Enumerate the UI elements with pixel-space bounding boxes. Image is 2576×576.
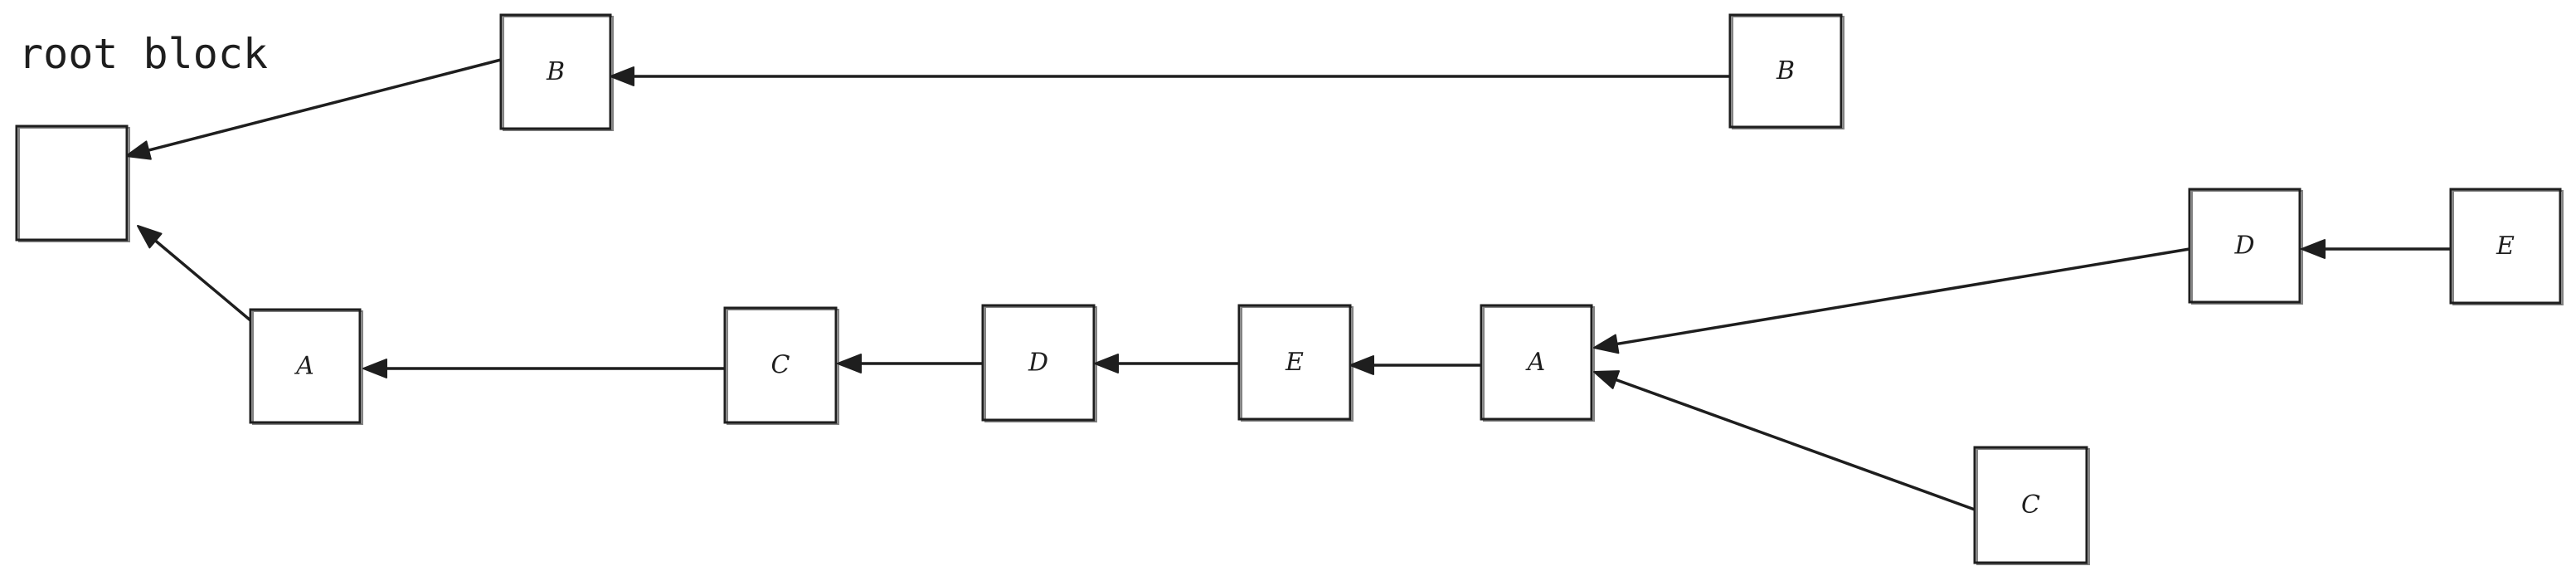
block-label: D	[2233, 232, 2254, 261]
block-outline	[2191, 190, 2303, 305]
block-outline	[1732, 16, 1845, 129]
edge-e2-d2	[2301, 239, 2452, 259]
edge-line	[147, 58, 503, 152]
block-box	[499, 13, 612, 130]
arrowhead-icon	[1349, 355, 1374, 375]
block-box	[981, 304, 1096, 422]
block-box	[2188, 188, 2301, 304]
block-label: B	[1776, 56, 1795, 85]
block-label: D	[1028, 349, 1048, 378]
block-box	[249, 308, 362, 424]
block-node-d1[interactable]: D	[981, 304, 1097, 422]
block-box	[15, 124, 129, 242]
block-label: E	[2496, 232, 2515, 261]
edge-line	[1615, 247, 2191, 346]
edge-c1-a1	[362, 359, 727, 378]
block-box	[1728, 13, 1843, 129]
arrowhead-icon	[610, 66, 634, 86]
nodes-layer: B B A C D E A D E C	[15, 13, 2564, 565]
block-outline	[1241, 306, 1354, 422]
diagram-title: root block	[18, 30, 268, 78]
block-outline	[2452, 190, 2564, 305]
block-node-a2[interactable]: A	[1480, 304, 1595, 422]
block-node-e2[interactable]: E	[2449, 188, 2564, 305]
block-box	[1973, 446, 2088, 564]
arrowhead-icon	[362, 359, 387, 378]
edge-d1-c1	[837, 354, 984, 373]
block-label: A	[294, 352, 314, 381]
block-outline	[1976, 448, 2090, 565]
block-label: A	[1525, 348, 1546, 377]
block-outline	[252, 310, 363, 425]
block-label: B	[546, 57, 565, 86]
arrowhead-icon	[1593, 334, 1620, 354]
block-node-c1[interactable]: C	[723, 306, 839, 425]
block-label: E	[1285, 348, 1304, 377]
block-label: C	[771, 351, 790, 380]
block-outline	[18, 127, 130, 242]
arrowhead-icon	[1593, 370, 1621, 389]
block-node-d2[interactable]: D	[2188, 188, 2303, 305]
block-outline	[727, 309, 839, 425]
block-label: C	[2021, 491, 2040, 520]
arrowhead-icon	[837, 354, 862, 373]
block-box	[1237, 304, 1352, 421]
edge-b1-root	[125, 58, 503, 160]
block-box	[2449, 188, 2562, 305]
block-outline	[1483, 306, 1595, 422]
block-box	[723, 306, 838, 424]
arrowhead-icon	[137, 225, 163, 249]
block-outline	[503, 16, 614, 131]
block-node-c2[interactable]: C	[1973, 446, 2090, 565]
edge-e1-d1	[1094, 354, 1241, 373]
arrowhead-icon	[1094, 354, 1119, 373]
block-node-b1[interactable]: B	[499, 13, 614, 131]
edge-a1-root	[137, 225, 252, 322]
block-box	[1480, 304, 1593, 421]
arrowhead-icon	[2301, 239, 2326, 259]
edges-layer	[125, 58, 2452, 511]
block-outline	[984, 306, 1097, 422]
block-node-a1[interactable]: A	[249, 308, 363, 425]
arrowhead-icon	[125, 140, 152, 160]
block-node-b2[interactable]: B	[1728, 13, 1845, 129]
block-node-root[interactable]	[15, 124, 130, 242]
edge-a2-e1	[1349, 355, 1483, 375]
edge-line	[153, 239, 252, 322]
edge-c2-a2	[1593, 370, 1976, 511]
edge-b2-b1	[610, 66, 1732, 86]
edge-d2-a2	[1593, 247, 2191, 354]
edge-line	[1614, 378, 1976, 511]
block-node-e1[interactable]: E	[1237, 304, 1354, 422]
